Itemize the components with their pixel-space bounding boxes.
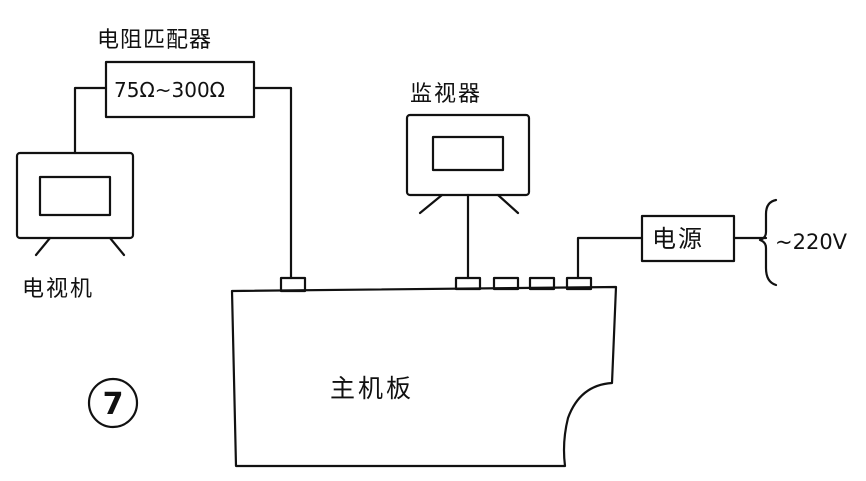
- wire-matcher-to-mainboard: [252, 86, 293, 280]
- matcher-range: 75Ω~300Ω: [114, 78, 225, 102]
- monitor-leg-right: [496, 193, 520, 215]
- connector-3: [492, 276, 520, 291]
- connector-4: [528, 276, 556, 291]
- monitor-label: 监视器: [410, 82, 482, 107]
- wire-tv-to-matcher: [73, 86, 108, 155]
- voltage-label: ~220V: [775, 230, 848, 254]
- monitor-screen: [431, 135, 505, 172]
- resistance-matcher-box: [104, 60, 256, 119]
- tv-leg-left: [34, 236, 52, 257]
- connector-1: [279, 276, 307, 293]
- tv-screen: [38, 175, 112, 217]
- tv-set: [15, 151, 135, 257]
- figure-number-circle: [87, 377, 139, 429]
- power-label: 电源: [652, 225, 704, 253]
- figure-number: 7: [103, 387, 124, 422]
- mainboard-label: 主机板: [330, 374, 414, 403]
- mainboard-outline: [230, 285, 618, 468]
- matcher-title: 电阻匹配器: [97, 28, 212, 53]
- mains-brace: [758, 198, 778, 287]
- connector-2: [454, 276, 482, 291]
- wire-power-to-mainboard: [576, 236, 644, 280]
- tv-label: 电视机: [22, 277, 94, 302]
- monitor-body: [405, 113, 531, 197]
- monitor-leg-left: [418, 193, 444, 215]
- tv-body: [15, 151, 135, 240]
- tv-leg-right: [108, 236, 126, 257]
